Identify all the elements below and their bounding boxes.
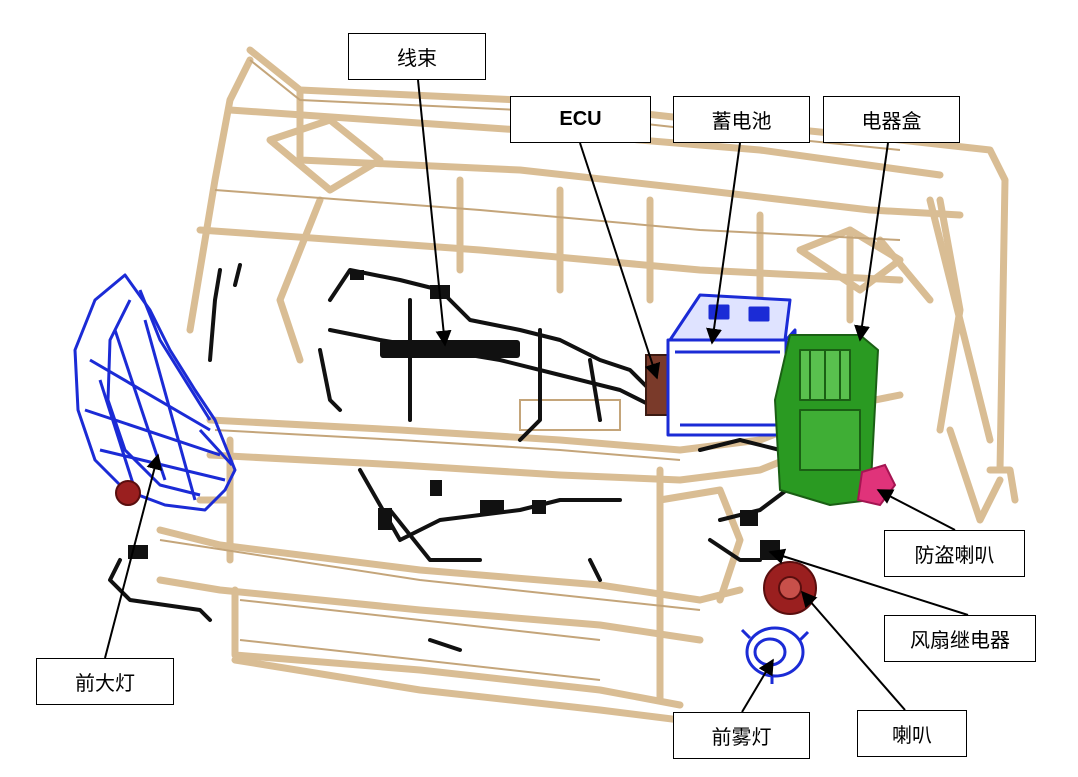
leader-horn (800, 590, 906, 711)
leader-lines (104, 79, 969, 713)
fog-lamp-part (740, 626, 810, 684)
label-fuse-box: 电器盒 (823, 96, 960, 143)
leader-headlamp (104, 453, 163, 659)
label-headlamp: 前大灯 (36, 658, 174, 705)
leader-anti-theft-horn (876, 489, 956, 531)
anti-theft-horn-part (856, 463, 897, 507)
label-fan-relay: 风扇继电器 (884, 615, 1036, 662)
battery-part (666, 293, 797, 437)
leader-fuse-box (854, 142, 889, 342)
fuse-box-part (774, 334, 879, 506)
leader-battery (706, 142, 741, 345)
label-fog-lamp: 前雾灯 (673, 712, 810, 759)
harness-connectors (128, 270, 780, 560)
label-harness: 线束 (348, 33, 486, 80)
ecu-part (645, 354, 669, 416)
headlamp-part (73, 273, 237, 512)
leader-fan-relay (768, 548, 969, 616)
label-ecu: ECU (510, 96, 651, 143)
leader-fog-lamp (741, 658, 774, 713)
leader-ecu (579, 142, 661, 380)
label-battery: 蓄电池 (673, 96, 810, 143)
label-horn: 喇叭 (857, 710, 967, 757)
label-anti-theft-horn: 防盗喇叭 (884, 530, 1025, 577)
leader-harness (417, 79, 452, 347)
horn-part (115, 480, 817, 615)
